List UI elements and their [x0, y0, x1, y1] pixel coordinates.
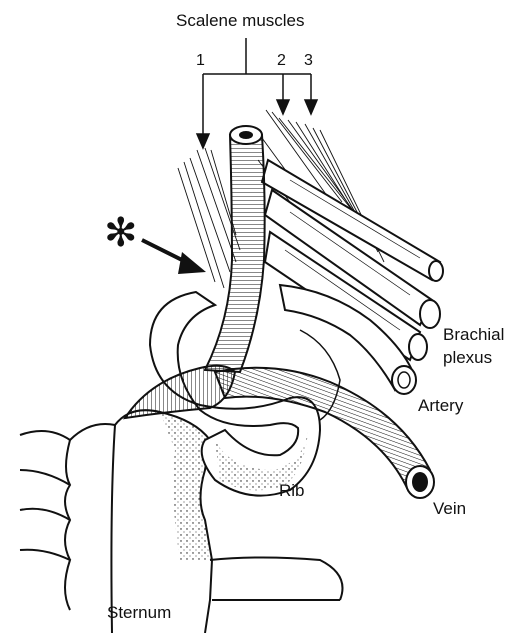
brachial-plexus-label-line1: Brachial	[443, 326, 504, 345]
asterisk-pointer-arrow	[142, 240, 206, 274]
vertical-vessel	[205, 126, 265, 372]
brachial-plexus-label-line2: plexus	[443, 349, 492, 368]
scalene-number-1: 1	[196, 52, 205, 70]
rib-label: Rib	[279, 482, 305, 501]
vein-label: Vein	[433, 500, 466, 519]
scalene-number-3: 3	[304, 52, 313, 70]
sternum-label: Sternum	[107, 604, 171, 623]
asterisk-marker: ✻	[104, 213, 138, 253]
artery-label: Artery	[418, 397, 463, 416]
sternum-stipple	[160, 412, 212, 560]
scalene-number-2: 2	[277, 52, 286, 70]
scalene-muscles-label: Scalene muscles	[176, 12, 305, 31]
